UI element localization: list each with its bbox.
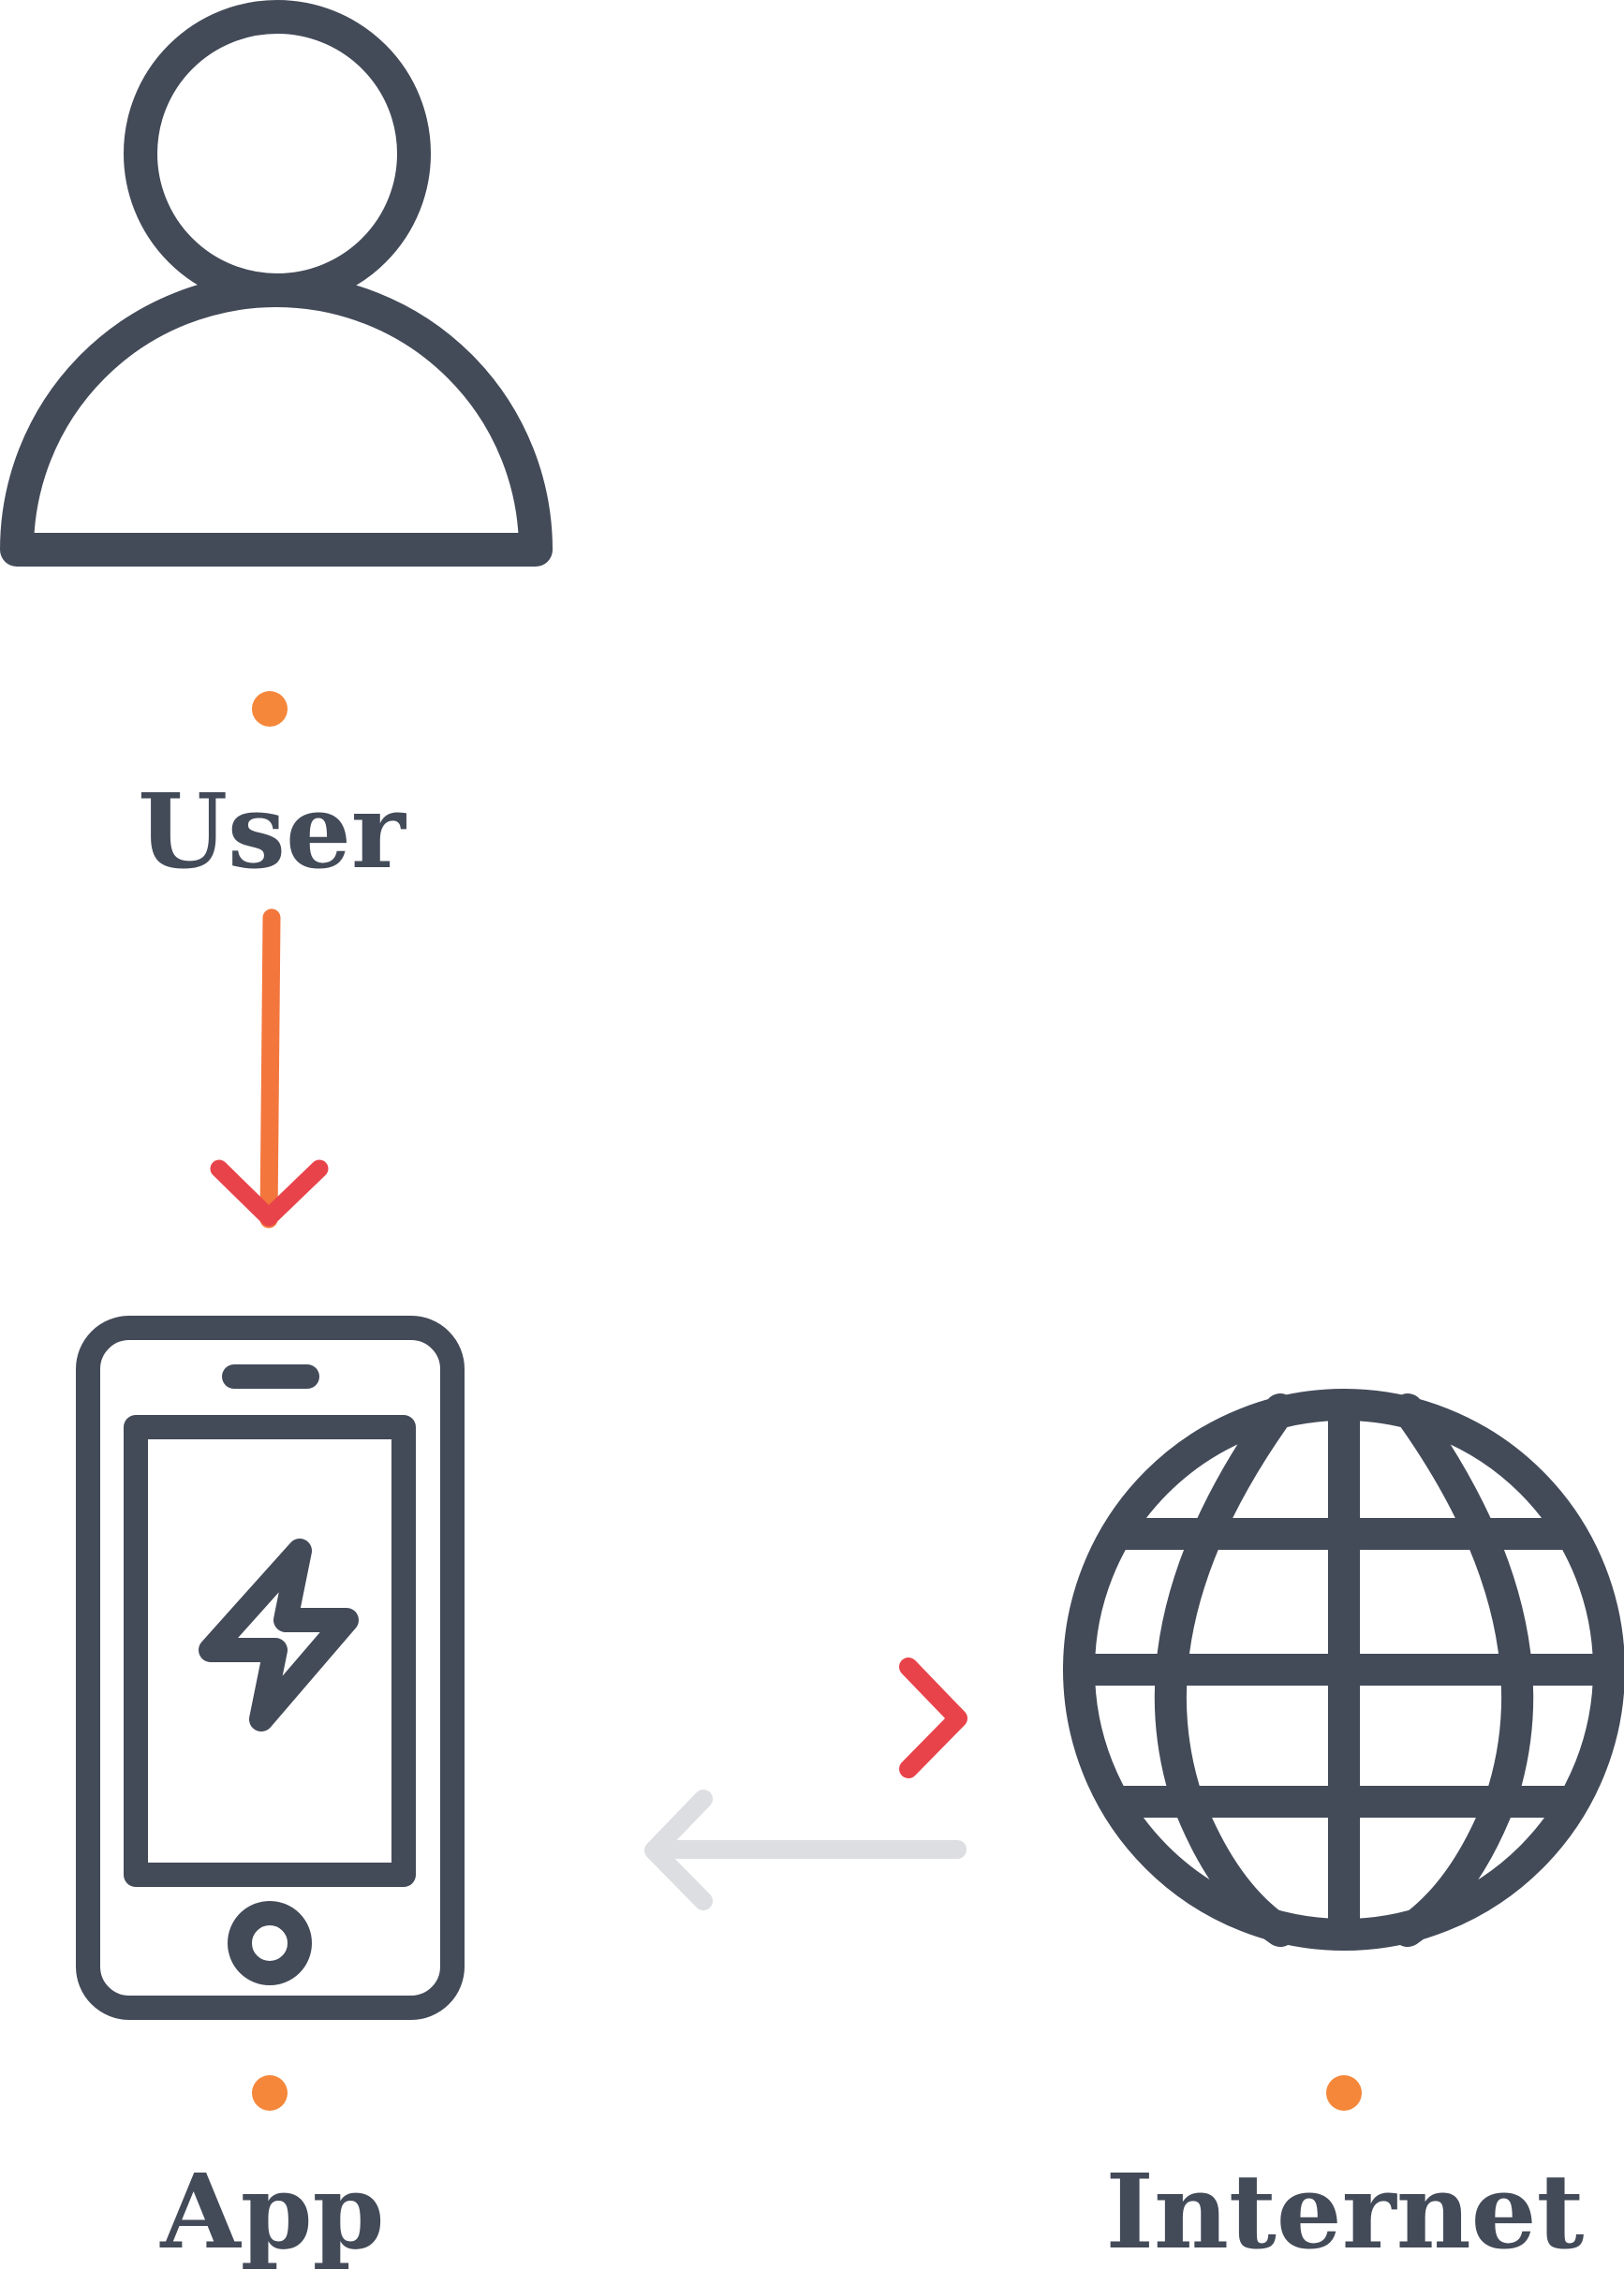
internet-dot: [1326, 2075, 1362, 2111]
arrow-app-to-internet: [646, 1658, 967, 1778]
arrow-internet-to-app: [644, 1790, 967, 1910]
phone-icon: [76, 1316, 465, 2020]
user-dot: [252, 691, 288, 727]
internet-node: Internet: [1063, 1389, 1624, 2272]
globe-icon: [1063, 1389, 1624, 1951]
internet-label: Internet: [1106, 2151, 1585, 2272]
lightning-icon: [199, 1539, 359, 1731]
user-node: User: [0, 0, 553, 891]
user-label: User: [138, 771, 407, 891]
app-node: App: [76, 1316, 465, 2272]
user-icon: [0, 0, 553, 567]
arrow-user-to-app: [210, 908, 329, 1229]
app-label: App: [159, 2151, 384, 2272]
app-dot: [252, 2075, 288, 2111]
